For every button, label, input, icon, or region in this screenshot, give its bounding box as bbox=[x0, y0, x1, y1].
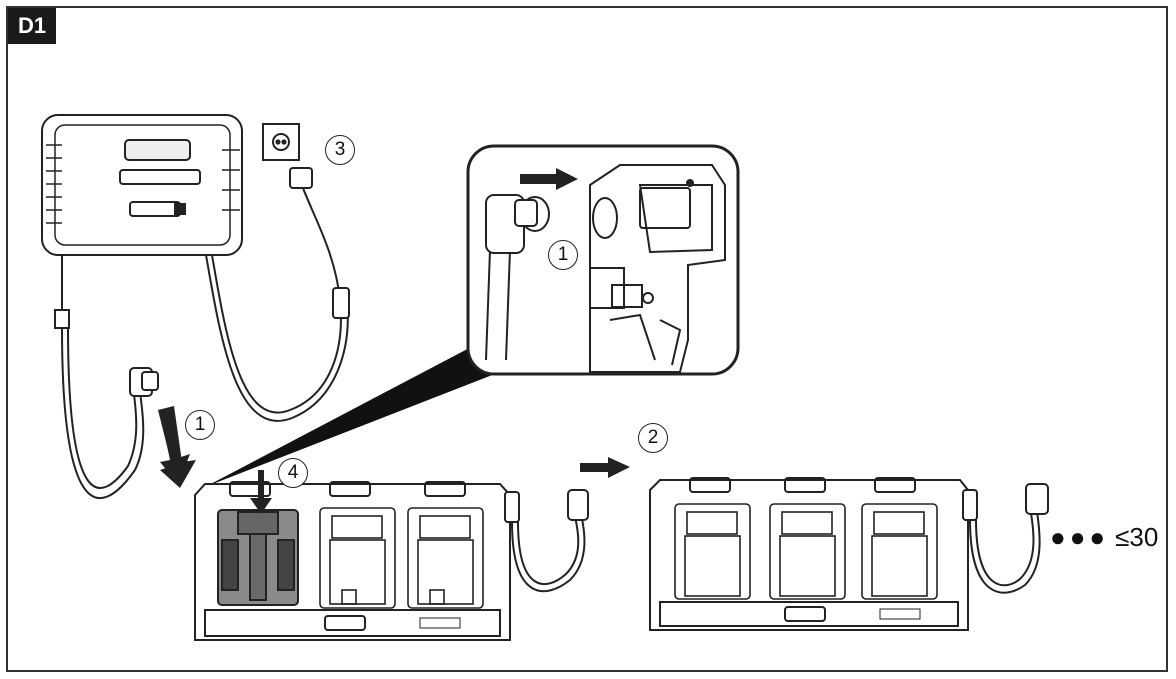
chain-arrow bbox=[580, 457, 630, 478]
step-2-label: 2 bbox=[638, 423, 668, 453]
step-1-label: 1 bbox=[185, 410, 215, 440]
chain-cable-1 bbox=[504, 489, 589, 593]
chain-cable-2 bbox=[962, 483, 1049, 594]
step-3-label: 3 bbox=[325, 135, 355, 165]
battery-inserted bbox=[217, 509, 299, 606]
wall-outlet bbox=[262, 123, 300, 161]
power-supply-unit bbox=[41, 114, 243, 256]
figure-badge: D1 bbox=[8, 8, 56, 44]
zoom-wedge bbox=[205, 345, 500, 487]
detail-inset bbox=[466, 144, 740, 376]
figure-frame bbox=[6, 6, 1168, 672]
connect-arrow bbox=[158, 406, 196, 488]
ac-mains-cable bbox=[205, 167, 350, 422]
dc-output-cable bbox=[54, 255, 159, 500]
detail-insert-arrow bbox=[520, 168, 578, 190]
insert-battery-arrow bbox=[250, 470, 272, 514]
station-2-slots bbox=[674, 503, 938, 600]
step-4-label: 4 bbox=[278, 458, 308, 488]
chain-limit-value: ≤30 bbox=[1115, 522, 1159, 552]
station-1-slots bbox=[319, 507, 484, 609]
detail-step-1-label: 1 bbox=[548, 240, 578, 270]
continuation-dots: ●●● bbox=[1050, 522, 1110, 552]
chain-limit: ●●●≤30 bbox=[1050, 522, 1158, 553]
